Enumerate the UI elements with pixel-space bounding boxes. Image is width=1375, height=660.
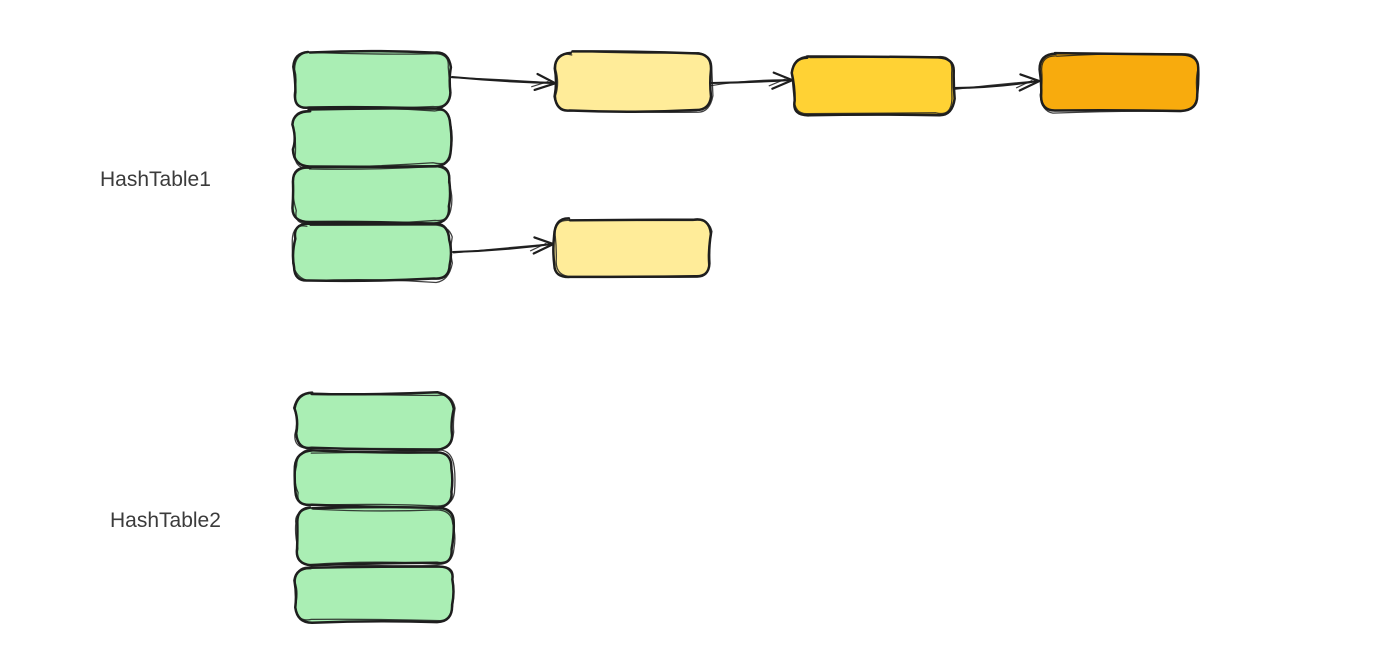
chain-1-arrow-1-stroke <box>450 76 556 84</box>
hashtable1-bucket-4-outline <box>291 222 453 283</box>
hashtable2-bucket-1 <box>292 390 456 452</box>
chain-1-node-3-outline <box>1038 51 1200 113</box>
hashtable1-bucket-3 <box>291 165 453 225</box>
chain-1-node-1 <box>553 50 714 113</box>
hashtable1-bucket-3-outline <box>291 165 452 225</box>
hashtable2-bucket-3-outline <box>295 505 456 567</box>
hashtable2-bucket-4 <box>293 563 455 625</box>
chain-1-arrow-1-stroke <box>533 82 558 91</box>
hashtable1-bucket-2-outline <box>291 107 453 169</box>
hashtable2-bucket-2-outline <box>293 448 454 510</box>
chain-2-node-1-outline <box>552 217 713 279</box>
chain-1-node-2-outline <box>790 55 956 117</box>
chain-2-node-1 <box>552 217 713 279</box>
chain-1-arrow-3-stroke <box>1019 73 1041 82</box>
chain-1-node-3-outline <box>1039 52 1199 114</box>
chain-1-arrow-1 <box>450 72 558 91</box>
chain-2-arrow-1 <box>451 236 556 255</box>
hashtable1-bucket-1-outline <box>293 51 452 110</box>
chain-2-arrow-1-stroke <box>532 242 556 255</box>
chain-1-arrow-3-stroke <box>1018 79 1042 92</box>
hashtable1-bucket-2-outline <box>292 107 453 169</box>
chain-1-arrow-3 <box>951 73 1042 92</box>
chain-1-arrow-1-stroke <box>531 81 549 88</box>
hashtable2-bucket-2 <box>293 447 456 510</box>
hashtable2-label: HashTable2 <box>110 509 221 532</box>
chain-2-arrow-1-stroke <box>533 236 555 245</box>
chain-1-node-2-outline <box>791 55 953 115</box>
chain-1-node-1-outline <box>554 50 714 113</box>
hashtable2-bucket-1-outline <box>293 390 456 452</box>
hashtable1-bucket-1 <box>292 49 453 110</box>
hashtable2-bucket-4-outline <box>294 563 455 622</box>
hashtable1-bucket-1-outline <box>292 49 453 110</box>
hashtable1-bucket-4 <box>291 222 453 284</box>
chain-1-arrow-2-stroke <box>772 71 794 82</box>
hashtable2-bucket-3-outline <box>294 507 456 566</box>
chain-2-arrow-1-stroke <box>529 242 547 252</box>
chain-1-node-2 <box>790 55 956 117</box>
chain-1-node-3 <box>1038 51 1200 114</box>
hashtable2-bucket-3 <box>294 505 456 567</box>
chain-2-node-1-outline <box>554 219 713 279</box>
chain-1-arrow-2-stroke <box>771 78 795 90</box>
chain-1-arrow-2 <box>709 71 795 90</box>
chain-1-arrow-3-stroke <box>1015 79 1033 89</box>
hashtable1-bucket-2 <box>291 107 453 169</box>
hashtable2-bucket-2-outline <box>294 447 456 507</box>
hashtable1-label: HashTable1 <box>100 168 211 191</box>
chain-1-node-1-outline <box>553 50 713 113</box>
chain-1-arrow-1-stroke <box>536 72 557 85</box>
hashtable1-bucket-4-outline <box>291 224 453 284</box>
hashtable1-bucket-3-outline <box>291 166 453 225</box>
hashtable2-bucket-1-outline <box>292 392 456 450</box>
hashtable2-bucket-4-outline <box>293 565 455 625</box>
chain-1-arrow-2-stroke <box>768 78 786 87</box>
